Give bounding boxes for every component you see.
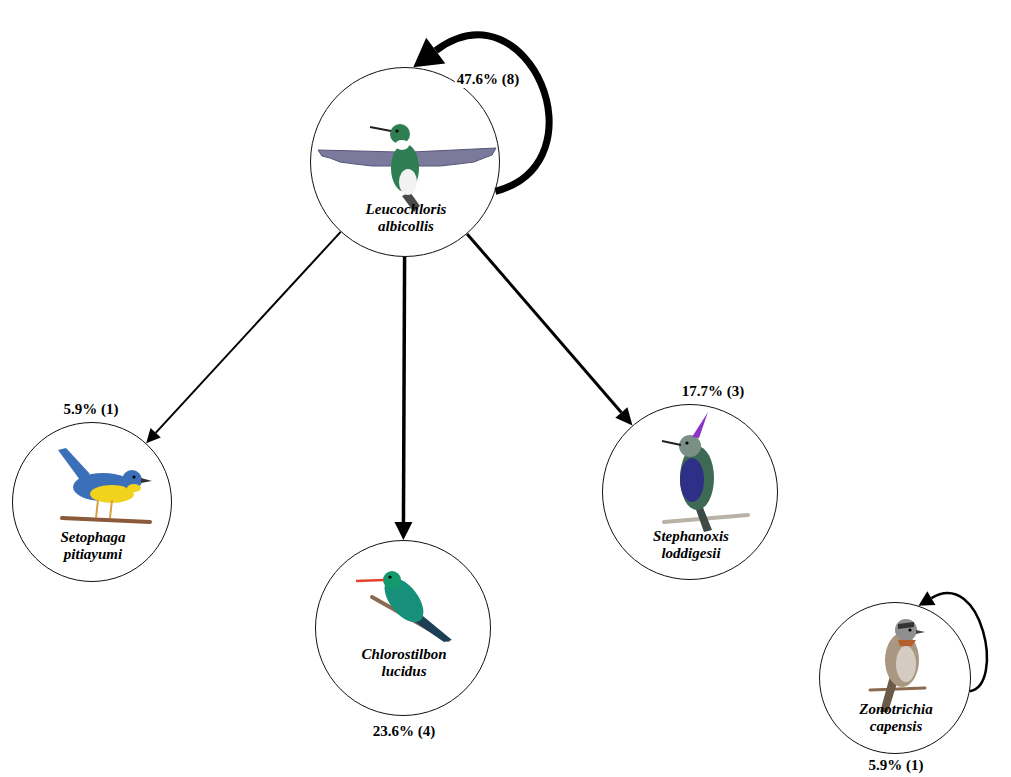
percentage-label: 5.9% (1) — [867, 757, 926, 774]
interaction-arrow — [918, 591, 986, 691]
glittering-bellied-emerald-part — [383, 571, 401, 589]
white-throated-hummingbird-part — [399, 169, 417, 195]
tropical-parula-part — [96, 500, 98, 518]
tropical-parula-part — [58, 448, 90, 480]
glittering-bellied-emerald-part — [356, 580, 384, 581]
plovercrest-part — [662, 441, 681, 445]
arrow-head — [394, 522, 412, 540]
species-circle: Zonotrichia capensis5.9% (1) — [819, 602, 971, 754]
white-throated-hummingbird-part — [395, 140, 409, 150]
glittering-bellied-emerald-part — [377, 571, 431, 629]
rufous-collared-sparrow-part — [898, 622, 914, 629]
plovercrest — [662, 412, 748, 532]
rufous-collared-sparrow-part — [916, 630, 925, 634]
species-name: Zonotrichia capensis — [841, 701, 951, 736]
rufous-collared-sparrow-part — [895, 619, 917, 641]
percentage-label: 47.6% (8) — [455, 71, 522, 88]
arrow-head — [918, 591, 935, 606]
rufous-collared-sparrow-part — [908, 628, 911, 631]
white-throated-hummingbird-part — [395, 129, 398, 132]
species-circle: 5.9% (1)Setophaga pitiayumi — [12, 422, 172, 582]
white-throated-hummingbird-part — [370, 127, 391, 131]
tropical-parula-part — [141, 478, 152, 483]
species-circle: Chlorostilbon lucidus23.6% (4) — [315, 540, 491, 716]
connector-line — [467, 234, 621, 413]
connector-line — [403, 257, 404, 522]
percentage-label: 5.9% (1) — [62, 401, 121, 418]
rufous-collared-sparrow — [870, 619, 925, 712]
species-circle: 17.7% (3)Stephanoxis loddigesii — [602, 404, 778, 580]
white-throated-hummingbird — [318, 124, 496, 212]
self-loop-line — [931, 593, 987, 691]
arrow-head — [413, 38, 445, 68]
interaction-arrow — [467, 234, 632, 426]
plovercrest-part — [692, 412, 708, 438]
arrow-head — [615, 407, 632, 425]
tropical-parula-part — [132, 475, 135, 478]
tropical-parula — [58, 448, 152, 522]
arrow-head — [146, 428, 161, 443]
rufous-collared-sparrow-part — [896, 646, 916, 682]
plovercrest-part — [679, 435, 701, 457]
connector-line — [156, 232, 341, 433]
interaction-arrow — [413, 35, 549, 191]
species-name: Chlorostilbon lucidus — [344, 646, 464, 681]
species-name: Stephanoxis loddigesii — [636, 528, 746, 563]
glittering-bellied-emerald-part — [388, 575, 391, 578]
species-name: Setophaga pitiayumi — [33, 529, 153, 564]
percentage-label: 23.6% (4) — [371, 723, 438, 740]
white-throated-hummingbird-part — [412, 148, 496, 166]
interaction-arrow — [146, 232, 340, 443]
glittering-bellied-emerald — [356, 571, 452, 642]
species-name: Leucochloris albicollis — [341, 201, 471, 236]
rufous-collared-sparrow-part — [898, 640, 916, 646]
species-circle: 47.6% (8)Leucochloris albicollis — [310, 67, 500, 257]
percentage-label: 17.7% (3) — [680, 383, 747, 400]
tropical-parula-part — [110, 500, 112, 518]
interaction-arrow — [394, 257, 412, 540]
tropical-parula-part — [62, 518, 150, 522]
rufous-collared-sparrow-part — [870, 688, 925, 690]
tropical-parula-part — [127, 484, 141, 492]
self-loop-line — [436, 35, 549, 191]
white-throated-hummingbird-part — [318, 150, 398, 166]
plovercrest-part — [680, 458, 704, 502]
plovercrest-part — [685, 441, 688, 444]
rufous-collared-sparrow-part — [885, 633, 919, 687]
